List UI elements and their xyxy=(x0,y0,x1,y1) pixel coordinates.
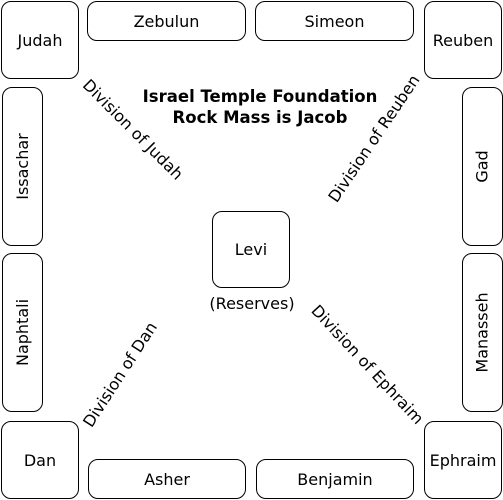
tribe-box-manasseh: Manasseh xyxy=(462,253,503,412)
tribe-box-issachar: Issachar xyxy=(2,87,43,246)
tribe-label-asher: Asher xyxy=(144,469,190,489)
tribe-label-simeon: Simeon xyxy=(304,11,365,31)
tribe-label-reuben: Reuben xyxy=(432,30,494,50)
tribe-label-levi: Levi xyxy=(234,240,268,259)
tribe-box-zebulun: Zebulun xyxy=(87,1,246,41)
diagram-title: Israel Temple Foundation Rock Mass is Ja… xyxy=(110,86,410,128)
tribe-label-dan: Dan xyxy=(23,450,57,470)
tribe-label-manasseh: Manasseh xyxy=(473,292,492,373)
tribe-label-ephraim: Ephraim xyxy=(429,450,497,470)
tribe-box-levi: Levi xyxy=(212,211,290,288)
tribe-box-simeon: Simeon xyxy=(255,1,414,41)
tribe-box-benjamin: Benjamin xyxy=(256,459,414,499)
tribe-label-benjamin: Benjamin xyxy=(297,469,373,489)
tribe-box-ephraim: Ephraim xyxy=(424,421,502,499)
tribe-box-asher: Asher xyxy=(88,459,246,499)
tribe-label-judah: Judah xyxy=(17,30,63,50)
tribe-label-issachar: Issachar xyxy=(13,133,33,200)
tribe-box-dan: Dan xyxy=(1,421,79,499)
tribe-label-naphtali: Naphtali xyxy=(13,298,33,367)
tribe-label-gad: Gad xyxy=(472,150,492,183)
tribe-box-reuben: Reuben xyxy=(424,1,502,79)
tribe-box-judah: Judah xyxy=(1,1,79,79)
reserves-label: (Reserves) xyxy=(209,294,295,313)
tribe-label-zebulun: Zebulun xyxy=(133,11,200,31)
title-line-2: Rock Mass is Jacob xyxy=(172,108,348,127)
division-label-dan: Division of Dan xyxy=(79,318,161,431)
division-label-ephraim: Division of Ephraim xyxy=(307,301,428,428)
title-line-1: Israel Temple Foundation xyxy=(142,87,378,106)
tribe-box-naphtali: Naphtali xyxy=(2,253,43,412)
tribe-box-gad: Gad xyxy=(462,87,503,246)
